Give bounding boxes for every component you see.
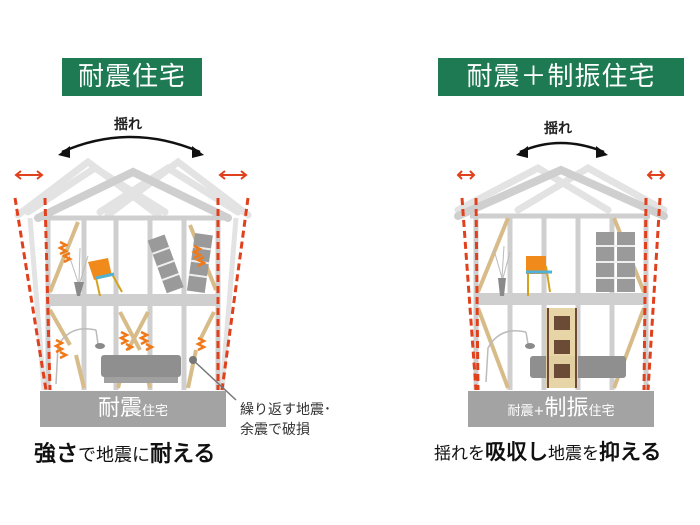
panel-seismic-damping-house: 耐震＋制振住宅 揺れ: [350, 0, 700, 525]
horizontal-displacement-icon: [456, 170, 666, 180]
sway-arrow-icon: [61, 135, 201, 154]
base-label-seismic: 耐震住宅: [40, 391, 226, 427]
base-label-big: 制振: [544, 396, 589, 421]
base-label-big: 耐震: [97, 396, 142, 421]
base-label-small: 耐震+: [507, 404, 545, 419]
vase-icon: [67, 247, 89, 296]
vase-icon: [493, 245, 511, 296]
damage-note: 繰り返す地震･ 余震で破損: [240, 400, 331, 440]
chair-icon: [88, 258, 123, 297]
sofa-icon: [101, 355, 181, 383]
title-seismic-house: 耐震住宅: [62, 58, 202, 96]
horizontal-displacement-icon: [14, 170, 248, 180]
bookshelf-icon: [186, 233, 213, 293]
base-label-seismic-damping: 耐震+制振住宅: [468, 391, 654, 427]
seismic-house-illustration: [13, 135, 252, 401]
caption-part: 耐える: [150, 442, 216, 467]
sway-label: 揺れ: [544, 121, 572, 137]
caption-seismic-damping: 揺れを吸収し地震を抑える: [434, 436, 661, 466]
panel-seismic-house: 耐震住宅 揺れ: [13, 58, 331, 468]
caption-part: 地震を: [548, 444, 599, 464]
bookshelf-icon: [596, 232, 635, 292]
caption-part: 揺れを: [434, 444, 485, 464]
caption-part: 吸収し: [485, 440, 548, 464]
chair-icon: [526, 256, 552, 296]
deformation-line: [13, 197, 250, 391]
caption-part: 強さ: [34, 442, 79, 467]
seismic-damping-house-illustration: [454, 141, 668, 391]
title-seismic-damping-house: 耐震＋制振住宅: [438, 58, 684, 96]
bookshelf-icon: [147, 234, 184, 294]
damage-mark-icon: [53, 240, 207, 360]
damper-icon: [546, 308, 578, 388]
base-label-small: 住宅: [142, 404, 169, 419]
sway-arrow-icon: [519, 141, 605, 154]
caption-seismic: 強さで地震に耐える: [34, 436, 215, 468]
deformation-line: [460, 197, 662, 391]
base-label-small: 住宅: [588, 404, 615, 419]
floor-lamp-icon: [485, 330, 535, 383]
caption-part: 抑える: [599, 440, 662, 464]
sway-label: 揺れ: [114, 117, 142, 133]
damage-note-line1: 繰り返す地震･: [240, 402, 331, 418]
damage-note-line2: 余震で破損: [240, 422, 310, 438]
callout-line: [192, 359, 237, 401]
caption-part: で地震に: [78, 445, 151, 466]
